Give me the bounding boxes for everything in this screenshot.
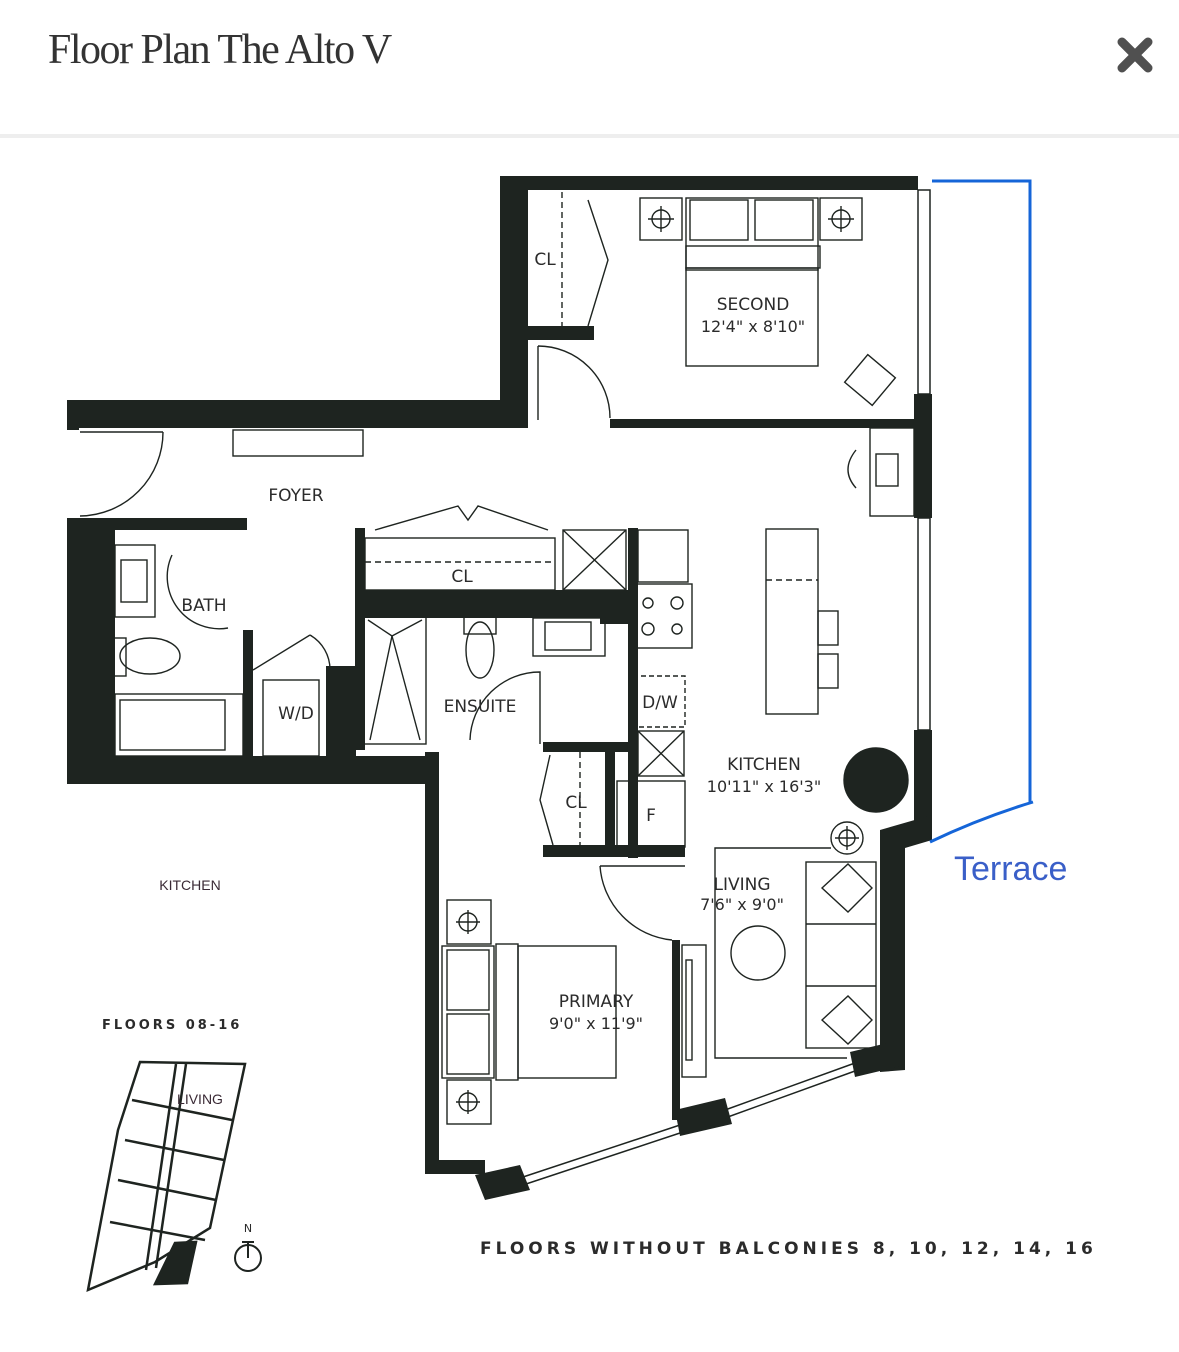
ghost-kitchen-label: KITCHEN bbox=[159, 877, 220, 893]
terrace-annotation bbox=[929, 179, 1034, 844]
label-bath: BATH bbox=[181, 596, 226, 616]
label-wd: W/D bbox=[278, 704, 314, 724]
north-label: N bbox=[244, 1222, 252, 1235]
label-closet-second: CL bbox=[534, 250, 556, 270]
page-title: Floor Plan The Alto V bbox=[48, 27, 392, 73]
label-closet-foyer: CL bbox=[451, 567, 473, 587]
walls bbox=[67, 176, 932, 1200]
terrace-label: Terrace bbox=[954, 850, 1067, 888]
floors-note: FLOORS WITHOUT BALCONIES 8, 10, 12, 14, … bbox=[480, 1239, 1097, 1259]
close-x-icon bbox=[1117, 37, 1153, 73]
floor-plan: SECOND 12'4" x 8'10" KITCHEN 10'11" x 16… bbox=[67, 176, 1097, 1293]
room-dim-living: 7'6" x 9'0" bbox=[700, 895, 784, 914]
fixtures bbox=[79, 192, 915, 1125]
room-dim-primary: 9'0" x 11'9" bbox=[549, 1014, 643, 1033]
room-label-living: LIVING bbox=[713, 875, 770, 895]
room-label-kitchen: KITCHEN bbox=[727, 755, 801, 775]
windows bbox=[519, 189, 931, 1187]
close-button[interactable] bbox=[1112, 32, 1158, 78]
north-arrow-icon bbox=[234, 1241, 262, 1272]
header-divider bbox=[0, 134, 1179, 138]
label-ensuite: ENSUITE bbox=[444, 697, 517, 717]
floors-range-label: FLOORS 08-16 bbox=[102, 1018, 242, 1033]
label-fridge: F bbox=[646, 806, 656, 826]
key-plan-building bbox=[86, 1060, 247, 1293]
room-dim-second: 12'4" x 8'10" bbox=[701, 317, 805, 336]
label-dishwasher: D/W bbox=[642, 693, 678, 713]
label-foyer: FOYER bbox=[268, 486, 323, 506]
room-label-primary: PRIMARY bbox=[559, 992, 634, 1012]
label-closet-primary: CL bbox=[565, 793, 587, 813]
room-dim-kitchen: 10'11" x 16'3" bbox=[707, 777, 821, 796]
modal-header: Floor Plan The Alto V bbox=[0, 0, 1179, 136]
room-label-second: SECOND bbox=[717, 295, 790, 315]
ghost-living-label: LIVING bbox=[177, 1091, 223, 1107]
